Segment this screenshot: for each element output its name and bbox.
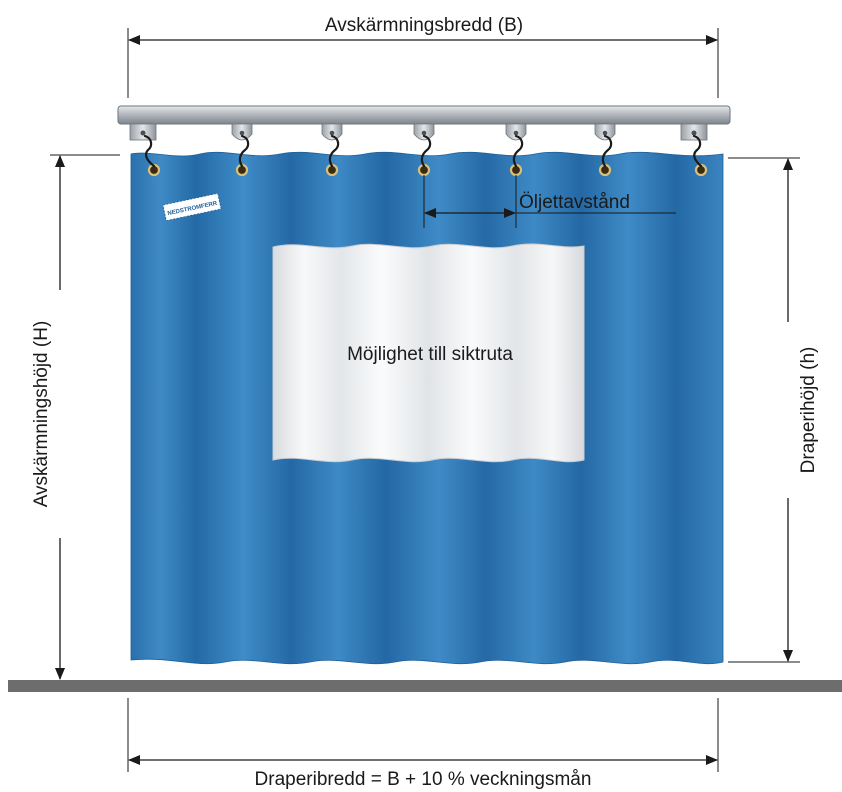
end-carrier-left <box>129 123 157 141</box>
hook <box>420 134 432 168</box>
carrier <box>321 123 343 141</box>
drape-label-bg <box>776 322 800 498</box>
hook <box>143 134 156 168</box>
hook <box>238 134 250 168</box>
hook <box>692 134 703 168</box>
screen-height-label: Avskärmningshöjd (H) <box>31 321 52 508</box>
height-label-bg <box>48 290 72 538</box>
curtain: NEDSTROMFERR Möjlighet till siktruta <box>130 151 724 665</box>
screen-width-dimension: Avskärmningsbredd (B) <box>127 12 719 98</box>
carrier <box>594 123 616 141</box>
hooks <box>143 134 703 168</box>
carrier <box>505 123 527 141</box>
width-label-bg <box>298 12 550 38</box>
curtain-rail <box>117 105 731 168</box>
eyelet-distance-dimension: Öljettavstånd <box>423 175 676 228</box>
window-panel <box>272 243 585 463</box>
drape-height-dimension: Draperihöjd (h) <box>728 157 819 663</box>
screen-width-label: Avskärmningsbredd (B) <box>325 15 523 36</box>
drape-width-dimension: Draperibredd = B + 10 % veckningsmån <box>127 698 719 790</box>
carrier <box>413 123 435 141</box>
floor <box>8 680 842 692</box>
window-option-label: Möjlighet till siktruta <box>347 344 513 365</box>
carrier <box>231 123 253 141</box>
hook <box>328 134 340 168</box>
drape-height-label: Draperihöjd (h) <box>798 347 819 474</box>
eyelet-distance-label: Öljettavstånd <box>519 192 630 213</box>
hook <box>512 134 524 168</box>
drape-width-label: Draperibredd = B + 10 % veckningsmån <box>255 769 592 790</box>
end-carrier-right <box>680 123 708 141</box>
hook <box>601 134 613 168</box>
rail-bar <box>117 105 731 125</box>
drape-width-label-bg <box>226 764 620 790</box>
screen-height-dimension: Avskärmningshöjd (H) <box>31 154 120 680</box>
